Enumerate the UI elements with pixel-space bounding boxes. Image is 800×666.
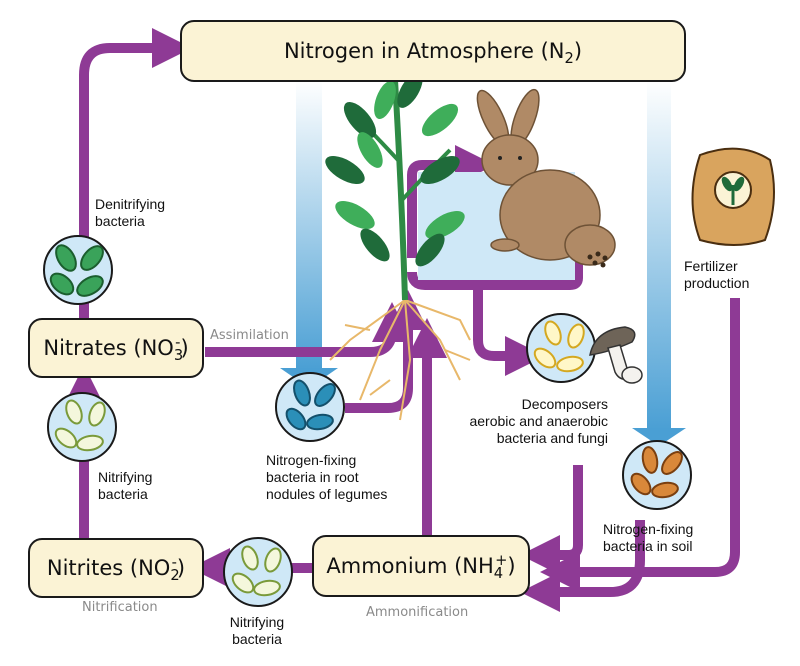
nitrifying-bacteria-bottom-icon xyxy=(223,537,293,607)
nitrifying-bacteria-bottom-label: Nitrifying bacteria xyxy=(229,614,285,647)
arrow-assimilation xyxy=(205,302,412,357)
arrow-to-decomposers xyxy=(473,285,545,376)
soil-bacteria-label: Nitrogen-fixing bacteria in soil xyxy=(603,521,694,554)
arrow-rabbit-loop xyxy=(540,262,583,290)
nitrifying-bacteria-left-icon xyxy=(47,392,117,462)
fertilizer-production-label: Fertilizer production xyxy=(684,258,750,291)
fertilizer-sack-icon xyxy=(691,147,775,246)
plant-roots xyxy=(329,299,471,421)
assimilation-label: Assimilation xyxy=(210,328,289,343)
nitrifying-bacteria-left-label: Nitrifying bacteria xyxy=(98,469,153,502)
arrow-decomposers-to-ammonium xyxy=(520,465,583,575)
arrow-denitrification xyxy=(79,28,192,330)
droppings-icon xyxy=(587,251,608,268)
denitrifying-bacteria-label: Denitrifying bacteria xyxy=(95,196,166,229)
decomposers-label: Decomposers aerobic and anaerobic bacter… xyxy=(469,396,608,446)
cycle-arrows xyxy=(64,28,740,612)
denitrifying-bacteria-icon xyxy=(43,235,113,305)
ammonium-label: Ammonium (NH xyxy=(326,554,494,578)
mushroom-icon xyxy=(589,326,643,384)
fixation-arrow-soil xyxy=(632,80,686,446)
nitrification-label: Nitrification xyxy=(82,600,158,615)
root-nodule-bacteria-icon xyxy=(275,372,345,442)
arrow-plant-to-rabbit xyxy=(407,145,495,258)
nitrites-label: Nitrites (NO xyxy=(46,556,171,580)
atmosphere-label: Nitrogen in Atmosphere (N xyxy=(283,39,565,63)
nitrates-label: Nitrates (NO xyxy=(43,336,174,360)
decomposer-bacteria-icon xyxy=(526,313,596,383)
soil-bacteria-icon xyxy=(622,440,692,510)
ammonification-label: Ammonification xyxy=(366,605,469,620)
plant-icon xyxy=(325,72,465,301)
arrow-fertilizer-to-ammonium xyxy=(640,298,740,577)
root-nodule-bacteria-label: Nitrogen-fixing bacteria in root nodules… xyxy=(266,452,388,502)
rabbit-icon xyxy=(476,88,616,266)
